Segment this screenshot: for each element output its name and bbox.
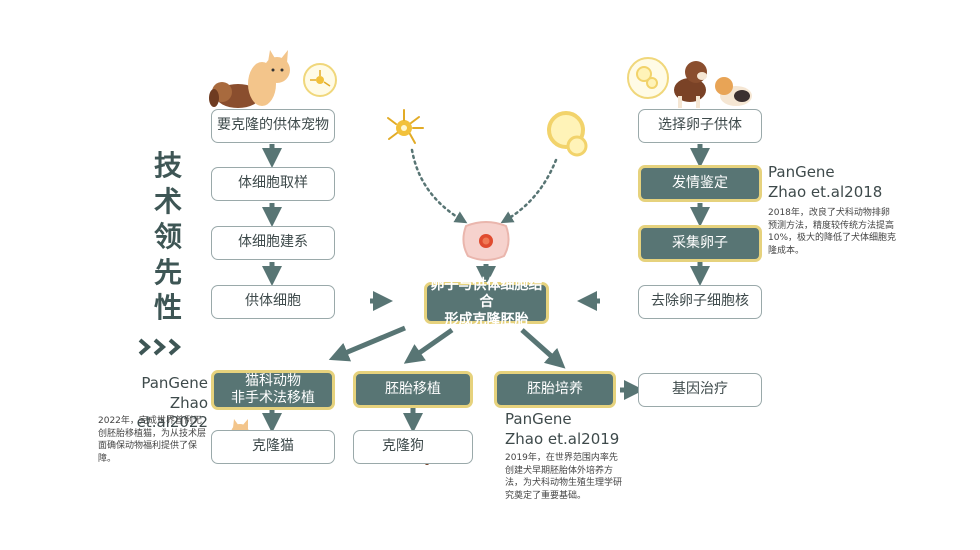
dog-cat-icon (209, 50, 337, 108)
ref-2018-title: PanGene Zhao et.al2018 (768, 163, 882, 202)
node-cloned-cat: 克隆猫 (211, 430, 335, 464)
node-collect-egg: 采集卵子 (638, 225, 762, 262)
node-estrus-detection: 发情鉴定 (638, 165, 762, 202)
center-line-1: 卵子与供体细胞结合 (430, 276, 543, 311)
side-title-char: 先 (153, 255, 182, 289)
ref-2022-title: PanGene Zhao et.al2022 (100, 374, 208, 433)
center-out-arrows (328, 325, 566, 369)
node-select-egg-donor: 选择卵子供体 (638, 109, 762, 143)
node-cell-line: 体细胞建系 (211, 226, 335, 260)
ref-2022-note: 2022年，完成世界首例无创胚胎移植猫，为从技术层面确保动物福利提供了保障。 (98, 416, 207, 464)
cat-transfer-line-1: 猫科动物 (245, 372, 301, 389)
ref-2018-note: 2018年，改良了犬科动物排卵预测方法，精度较传统方法提高10%，极大的降低了犬… (768, 208, 897, 256)
ref-2019-title-1: PanGene (505, 410, 572, 428)
side-title-char: 术 (153, 184, 182, 218)
node-cloned-embryo: 卵子与供体细胞结合 形成克隆胚胎 (424, 277, 549, 328)
bottom-arrows (262, 380, 644, 433)
ref-2019-note: 2019年，在世界范围内率先创建犬早期胚胎体外培养方法，为犬科动物生殖生理学研究… (505, 453, 623, 501)
node-embryo-culture: 胚胎培养 (494, 371, 616, 408)
node-donor-pet: 要克隆的供体宠物 (211, 109, 335, 143)
center-line-2: 形成克隆胚胎 (444, 311, 529, 328)
chevron-right-icon (138, 338, 182, 356)
ref-2022-title-1: PanGene (141, 374, 208, 392)
node-embryo-transfer: 胚胎移植 (353, 371, 473, 408)
node-enucleation: 去除卵子细胞核 (638, 285, 762, 319)
ref-2018-title-1: PanGene (768, 163, 835, 181)
embryo-cell-icon (462, 221, 510, 261)
dog-cat-icon (627, 57, 752, 108)
node-somatic-sampling: 体细胞取样 (211, 167, 335, 201)
node-donor-cell: 供体细胞 (211, 285, 335, 319)
node-cloned-dog: 克隆狗 (353, 430, 473, 464)
side-title-char: 技 (153, 149, 182, 182)
sperm-cell-icon (387, 109, 424, 144)
ref-2022-title-2: Zhao et.al2022 (136, 393, 208, 432)
side-title: 技 术 领 先 性 (148, 148, 188, 326)
node-cat-nonsurgical-transfer: 猫科动物 非手术法移植 (211, 370, 335, 410)
dotted-arrows (410, 148, 558, 224)
ref-2019-title: PanGene Zhao et.al2019 (505, 410, 619, 449)
cat-transfer-line-2: 非手术法移植 (231, 390, 315, 406)
side-title-char: 领 (153, 220, 182, 254)
into-center-arrows (370, 264, 600, 311)
ref-2019-title-2: Zhao et.al2019 (505, 429, 620, 448)
egg-cell-icon (547, 111, 588, 157)
side-title-char: 性 (153, 291, 182, 325)
node-gene-therapy: 基因治疗 (638, 373, 762, 407)
ref-2018-title-2: Zhao et.al2018 (768, 182, 883, 201)
